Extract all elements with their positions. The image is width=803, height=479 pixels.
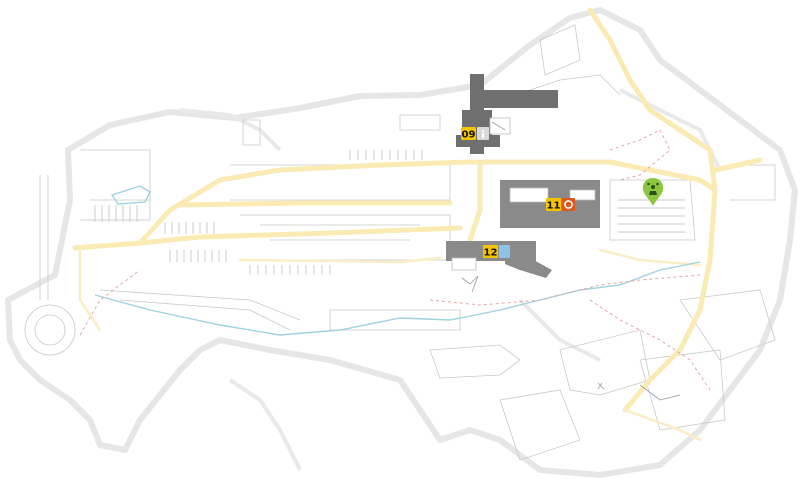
- target-icon: [562, 198, 575, 211]
- badge-11-label: 11: [547, 201, 561, 212]
- structure-lines: [24, 24, 776, 461]
- badge-11[interactable]: 11: [546, 198, 575, 212]
- badge-12[interactable]: 12: [483, 245, 510, 259]
- footpaths: [79, 129, 711, 391]
- badge-09-label: 09: [462, 130, 476, 141]
- location-pin-icon[interactable]: [642, 178, 664, 206]
- pond: [110, 185, 151, 205]
- misc-details: [461, 275, 681, 401]
- badge-12-label: 12: [484, 248, 498, 259]
- river: [94, 261, 701, 336]
- info-icon: [477, 127, 489, 140]
- badge-09[interactable]: 09: [461, 127, 489, 141]
- square-icon: [499, 245, 510, 258]
- roads: [72, 7, 763, 442]
- site-boundary: [5, 7, 798, 478]
